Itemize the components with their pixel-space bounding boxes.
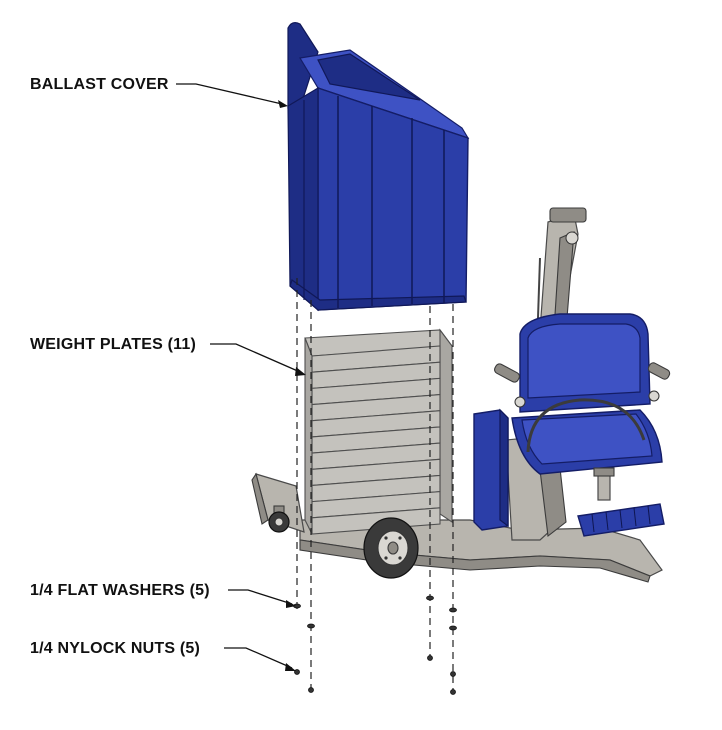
callout-weight-plates: WEIGHT PLATES (11) xyxy=(30,336,306,376)
label-weight-plates: WEIGHT PLATES (11) xyxy=(30,336,196,353)
ballast-cover xyxy=(287,22,470,312)
front-caster xyxy=(268,505,290,533)
callout-nylock-nuts: 1/4 NYLOCK NUTS (5) xyxy=(30,640,296,671)
rear-wheel xyxy=(363,517,419,579)
label-nylock-nuts: 1/4 NYLOCK NUTS (5) xyxy=(30,640,200,657)
lift-mast xyxy=(537,207,587,331)
callout-flat-washers: 1/4 FLAT WASHERS (5) xyxy=(30,582,296,608)
seat-assembly xyxy=(494,313,671,501)
label-ballast-cover: BALLAST COVER xyxy=(30,76,169,93)
callout-ballast-cover: BALLAST COVER xyxy=(30,76,288,108)
foot-rest xyxy=(577,503,665,537)
hardware-nuts xyxy=(294,655,456,695)
battery-box xyxy=(473,408,509,531)
label-flat-washers: 1/4 FLAT WASHERS (5) xyxy=(30,582,210,599)
weight-plates-stack xyxy=(304,328,454,535)
weight-plate-edge xyxy=(304,337,313,535)
hardware-washers xyxy=(293,595,457,631)
